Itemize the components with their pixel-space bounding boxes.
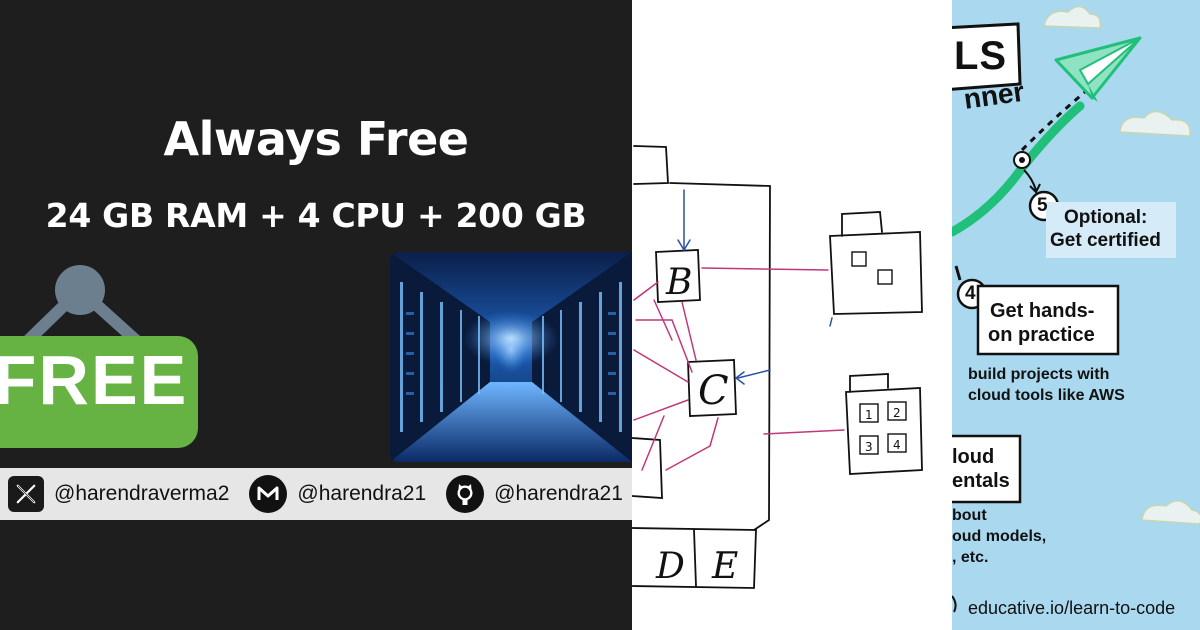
- social-x[interactable]: @harendraverma2: [8, 476, 229, 512]
- sketch-label-4: 4: [893, 438, 901, 452]
- roadmap-title-fragment: LS: [954, 34, 1008, 78]
- sketch-label-b: B: [665, 262, 692, 303]
- sketch-label-c: C: [698, 368, 729, 414]
- social-medium[interactable]: @harendra21: [249, 475, 426, 513]
- hero-subtitle: 24 GB RAM + 4 CPU + 200 GB: [45, 196, 587, 235]
- step4-desc-line2: cloud tools like AWS: [968, 387, 1125, 404]
- github-handle: @harendra21: [494, 482, 623, 505]
- medium-icon: [249, 475, 288, 513]
- free-sign-icon: [0, 265, 198, 448]
- sketch-label-3: 3: [865, 440, 873, 454]
- medium-handle: @harendra21: [297, 482, 427, 505]
- step4-line2: on practice: [988, 324, 1095, 346]
- roadmap-illustration: [952, 5, 1200, 613]
- sketch-diagram-panel: B C D E 1 2 3 4: [632, 0, 952, 630]
- step-fragment-line1: loud: [952, 446, 995, 468]
- desc-fragment-line2: oud models,: [952, 528, 1047, 545]
- roadmap-panel: LS nner 5 Optional: Get certified 4 Get …: [952, 0, 1200, 630]
- paper-plane-icon: [1054, 36, 1142, 102]
- step5-line1: Optional:: [1064, 207, 1148, 228]
- step5-number: 5: [1037, 195, 1048, 216]
- social-bar: @harendraverma2 @harendra21 @harendra21: [0, 468, 632, 520]
- social-github[interactable]: @harendra21: [446, 475, 623, 513]
- step-fragment-line2: entals: [952, 470, 1010, 492]
- sketch-diagram: B C D E 1 2 3 4: [632, 145, 923, 589]
- step4-line1: Get hands-: [990, 300, 1095, 322]
- sketch-label-e: E: [711, 546, 738, 587]
- x-handle: @harendraverma2: [54, 482, 230, 505]
- github-icon: [446, 475, 485, 513]
- x-icon: [8, 476, 44, 512]
- free-label: FREE: [0, 341, 189, 419]
- step5-line2: Get certified: [1050, 230, 1161, 251]
- sketch-label-2: 2: [893, 406, 901, 420]
- sketch-label-1: 1: [865, 408, 873, 422]
- server-room-image: [390, 252, 632, 462]
- step4-desc-line1: build projects with: [968, 366, 1110, 383]
- promo-panel: Always Free 24 GB RAM + 4 CPU + 200 GB F…: [0, 112, 632, 520]
- educative-url[interactable]: educative.io/learn-to-code: [968, 598, 1176, 618]
- sketch-label-d: D: [655, 546, 685, 587]
- step4-number: 4: [965, 283, 976, 304]
- desc-fragment-line3: , etc.: [952, 549, 989, 566]
- hero-title: Always Free: [163, 112, 469, 166]
- desc-fragment-line1: bout: [952, 507, 987, 524]
